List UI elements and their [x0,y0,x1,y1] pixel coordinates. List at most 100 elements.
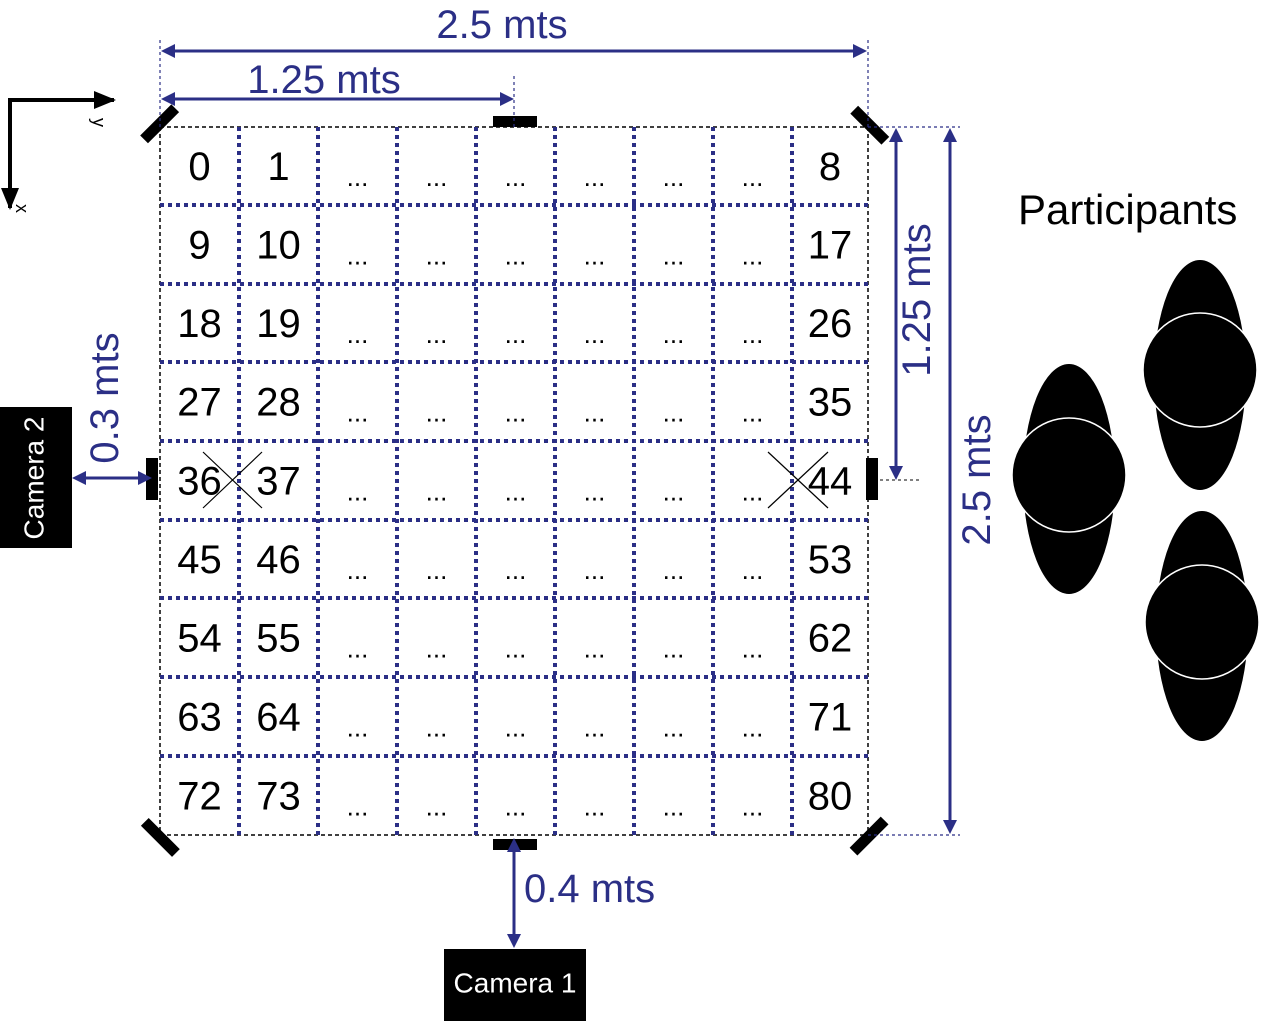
camera-2: Camera 2 [0,407,72,548]
grid-cell-label: 54 [177,617,222,661]
grid-cell-label: 36 [177,460,222,504]
grid-cell-label: 0 [188,145,210,189]
grid-cell-label: 17 [808,224,853,268]
grid-cell-label: 62 [808,617,853,661]
dimension-camera2-offset-label: 0.3 mts [83,332,127,463]
grid-cell-label: ... [505,241,527,271]
grid-cell-label: ... [742,792,764,822]
grid-cell-label: 46 [256,538,301,582]
camera-2-label: Camera 2 [18,417,49,540]
grid-cell-label: 44 [808,460,853,504]
cross-mark-left [202,451,263,509]
axis-y-label: y [89,118,109,127]
grid-cell-label: 28 [256,381,301,425]
dimension-total-height: 2.5 mts [868,128,999,836]
participant-figure-3 [1144,511,1260,741]
grid-cell-label: ... [742,398,764,428]
dimension-half-width-label: 1.25 mts [247,58,400,102]
grid-cell-label: 18 [177,302,222,346]
grid-cell-label: ... [505,477,527,507]
grid-cell-label: ... [584,713,606,743]
grid-cell-label: ... [505,319,527,349]
grid-cell-label: ... [584,162,606,192]
edge-marker-right [866,458,878,500]
grid-cell-label: ... [584,319,606,349]
grid-cell-label: ... [584,241,606,271]
grid-cell-label: 1 [267,145,289,189]
axis-x-label: x [12,204,32,213]
grid-cell-label: 71 [808,696,853,740]
dimension-half-width: 1.25 mts [161,58,515,127]
grid-cell-label: ... [663,792,685,822]
grid-cell-label: 19 [256,302,301,346]
cross-mark-right [767,451,829,509]
grid-cell-label: ... [742,319,764,349]
grid-cell-label: ... [347,634,369,664]
corner-marker-bottom-left [140,818,180,857]
grid-lines [160,127,868,835]
grid-cell-label: ... [584,555,606,585]
grid-cell-label: 8 [819,145,841,189]
grid-cell-label: ... [347,477,369,507]
grid-cell-label: ... [663,398,685,428]
grid-cell-label: ... [742,555,764,585]
grid-cell-label: 27 [177,381,222,425]
participant-figure-2 [1011,364,1127,594]
grid-cell-label: ... [347,162,369,192]
camera-1-label: Camera 1 [454,967,577,998]
grid-cell-label: ... [347,792,369,822]
grid-cell-label: 63 [177,696,222,740]
grid-cell-label: ... [663,713,685,743]
grid-cell-label: ... [505,792,527,822]
grid-cell-label: ... [505,634,527,664]
grid-cell-label: ... [426,792,448,822]
grid-cell-label: 64 [256,696,301,740]
grid-cell-label: ... [426,477,448,507]
grid-cell-label: ... [742,162,764,192]
dimension-total-width-label: 2.5 mts [436,3,567,47]
corner-marker-bottom-right [849,816,889,856]
dimension-camera1-offset-label: 0.4 mts [524,867,655,911]
grid-cell-label: 53 [808,538,853,582]
grid-cell-label: ... [347,555,369,585]
camera-1: Camera 1 [444,949,586,1021]
grid-cell-label: ... [584,477,606,507]
corner-marker-top-left [140,104,180,144]
grid-cell-label: ... [663,634,685,664]
grid-cell-label: ... [426,634,448,664]
corner-marker-top-right [850,105,890,145]
grid-cell-label: ... [663,241,685,271]
dimension-total-width: 2.5 mts [159,3,869,127]
grid-cell-label: ... [742,634,764,664]
grid-cell-label: 9 [188,224,210,268]
grid-cell-label: 55 [256,617,301,661]
grid-cell-label: ... [426,162,448,192]
grid-cell-label: ... [584,398,606,428]
participant-figure-1 [1142,260,1258,490]
grid-cell-label: ... [663,162,685,192]
edge-marker-left [146,458,158,500]
grid-cell-label: ... [347,241,369,271]
grid-cell-label: ... [347,319,369,349]
grid-cell-label: ... [663,555,685,585]
grid-cell-label: ... [505,398,527,428]
grid-cell-label: 73 [256,775,301,819]
participants-title: Participants [1018,186,1237,233]
dimension-camera1-offset: 0.4 mts [507,838,655,948]
grid-cell-label: 80 [808,775,853,819]
grid-cell-label: ... [426,398,448,428]
grid-cell-label: ... [505,162,527,192]
grid-cell-label: ... [742,713,764,743]
grid-cell-label: 45 [177,538,222,582]
grid-cell-label: ... [426,319,448,349]
grid-cell-label: ... [347,713,369,743]
grid-cell-label: 37 [256,460,301,504]
grid-cell-label: 72 [177,775,222,819]
grid-cell-label: ... [426,555,448,585]
grid-cell-label: ... [426,713,448,743]
grid-cell-label: ... [584,634,606,664]
dimension-camera2-offset: 0.3 mts [72,332,152,485]
dimension-half-height-label: 1.25 mts [895,223,939,376]
